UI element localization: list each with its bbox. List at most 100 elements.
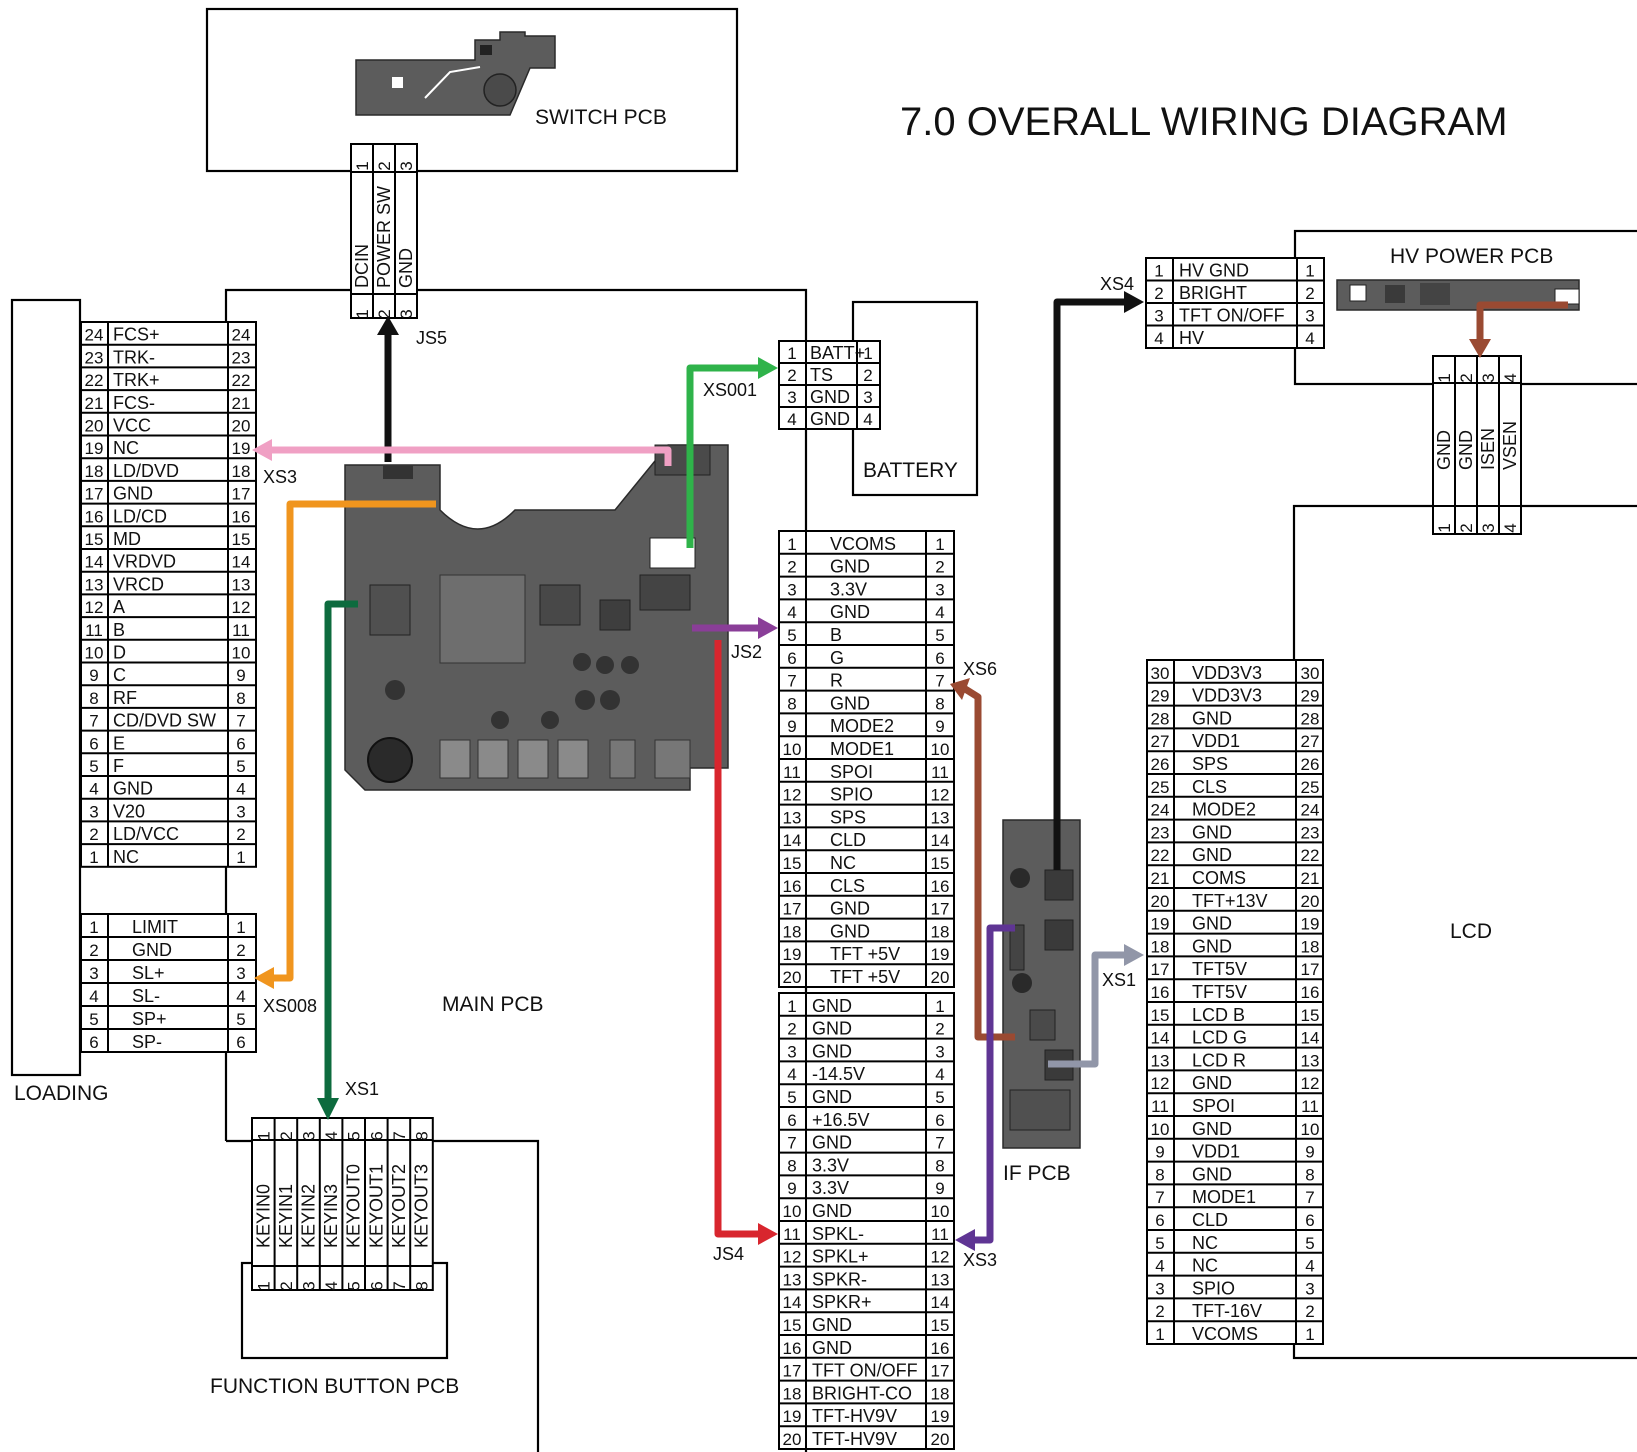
pin-label: SPKL- <box>812 1224 864 1244</box>
pin-label: TFT5V <box>1192 982 1247 1002</box>
pin-number: 1 <box>787 997 796 1016</box>
if-pcb-label: IF PCB <box>1003 1162 1071 1185</box>
pin-number: 2 <box>935 1020 944 1039</box>
switch-pcb-box <box>205 7 739 173</box>
pin-number: 21 <box>1301 869 1320 888</box>
ref-xs001: XS001 <box>703 380 757 400</box>
pin-label: TFT ON/OFF <box>1179 306 1285 326</box>
pin-number: 4 <box>1305 1257 1314 1276</box>
pin-label: DCIN <box>352 244 372 288</box>
pin-number: 1 <box>89 918 98 937</box>
pin-number: 15 <box>931 854 950 873</box>
function-pcb-label: FUNCTION BUTTON PCB <box>210 1375 459 1398</box>
pin-number: 20 <box>931 1430 950 1449</box>
pin-number: 2 <box>236 941 245 960</box>
pin-label: GND <box>1434 430 1454 470</box>
ref-xs008: XS008 <box>263 996 317 1016</box>
pin-number: 4 <box>236 987 245 1006</box>
pin-label: GND <box>396 248 416 288</box>
pin-number: 7 <box>1305 1188 1314 1207</box>
pin-number: 16 <box>232 507 251 526</box>
pin-number: 7 <box>935 1134 944 1153</box>
pin-number: 16 <box>85 507 104 526</box>
pin-label: KEYOUT1 <box>366 1164 386 1248</box>
pin-number: 2 <box>1305 1302 1314 1321</box>
pin-label: GND <box>830 557 870 577</box>
pin-number: 7 <box>236 712 245 731</box>
pin-number: 2 <box>89 825 98 844</box>
pin-number: 5 <box>935 1088 944 1107</box>
pin-number: 8 <box>935 1156 944 1175</box>
pin-label: VDD1 <box>1192 731 1240 751</box>
pin-number: 4 <box>1501 523 1520 532</box>
pin-number: 24 <box>1151 801 1170 820</box>
pin-number: 4 <box>89 780 98 799</box>
wire-xs001-green <box>686 357 778 548</box>
pin-number: 20 <box>1301 892 1320 911</box>
pin-label: GND <box>810 409 850 429</box>
pin-number: 2 <box>89 941 98 960</box>
pin-number: 3 <box>89 964 98 983</box>
pin-number: 1 <box>787 535 796 554</box>
pin-number: 15 <box>232 530 251 549</box>
pin-label: TRK+ <box>113 370 160 390</box>
pin-number: 1 <box>1435 523 1454 532</box>
pin-label: MODE2 <box>830 716 894 736</box>
pin-label: SL- <box>132 986 160 1006</box>
pin-label: MODE1 <box>1192 1187 1256 1207</box>
pin-label: GND <box>1456 430 1476 470</box>
pin-label: MODE1 <box>830 739 894 759</box>
pin-label: BATT+ <box>810 343 865 363</box>
wire-xs3-pink <box>252 439 672 466</box>
pin-number: 1 <box>1154 262 1163 281</box>
pin-number: 13 <box>931 1270 950 1289</box>
ref-xs3-if: XS3 <box>963 1250 997 1270</box>
pin-number: 1 <box>935 535 944 554</box>
pin-number: 9 <box>1305 1143 1314 1162</box>
pin-number: 15 <box>85 530 104 549</box>
pin-number: 4 <box>787 410 796 429</box>
pin-label: LCD G <box>1192 1028 1247 1048</box>
pin-number: 11 <box>931 763 949 782</box>
pin-label: GND <box>830 602 870 622</box>
pin-label: CLS <box>1192 777 1227 797</box>
pin-number: 13 <box>85 575 104 594</box>
pin-number: 3 <box>1155 1279 1164 1298</box>
pin-label: TFT +5V <box>830 944 900 964</box>
wire-xs3-violet <box>955 924 1015 1251</box>
pin-label: GND <box>1192 936 1232 956</box>
pin-number: 14 <box>783 831 802 850</box>
pin-number: 13 <box>1301 1051 1320 1070</box>
pin-number: 3 <box>89 802 98 821</box>
pin-label: GND <box>113 484 153 504</box>
pin-label: VCC <box>113 416 151 436</box>
pin-label: MODE2 <box>1192 800 1256 820</box>
pin-number: 6 <box>787 1111 796 1130</box>
pin-number: 12 <box>783 786 802 805</box>
pin-number: 9 <box>236 666 245 685</box>
pin-label: LD/VCC <box>113 824 179 844</box>
pin-number: 11 <box>1151 1097 1169 1116</box>
pin-label: TFT5V <box>1192 959 1247 979</box>
pin-label: VCOMS <box>1192 1324 1258 1344</box>
pin-number: 28 <box>1301 709 1320 728</box>
pin-number: 20 <box>232 417 251 436</box>
pin-number: 23 <box>1301 823 1320 842</box>
pin-label: NC <box>113 847 139 867</box>
pin-number: 5 <box>345 1281 364 1290</box>
ref-xs1-function: XS1 <box>345 1079 379 1099</box>
pin-number: 9 <box>787 1179 796 1198</box>
pin-number: 8 <box>1305 1165 1314 1184</box>
pin-number: 13 <box>931 808 950 827</box>
pin-number: 2 <box>1457 523 1476 532</box>
pin-number: 10 <box>85 644 104 663</box>
pin-label: GND <box>810 387 850 407</box>
wire-xs1-darkgreen <box>317 600 358 1120</box>
pin-label: MD <box>113 529 141 549</box>
pin-number: 3 <box>300 1281 319 1290</box>
pin-label: GND <box>812 1315 852 1335</box>
pin-label: TFT-16V <box>1192 1301 1262 1321</box>
